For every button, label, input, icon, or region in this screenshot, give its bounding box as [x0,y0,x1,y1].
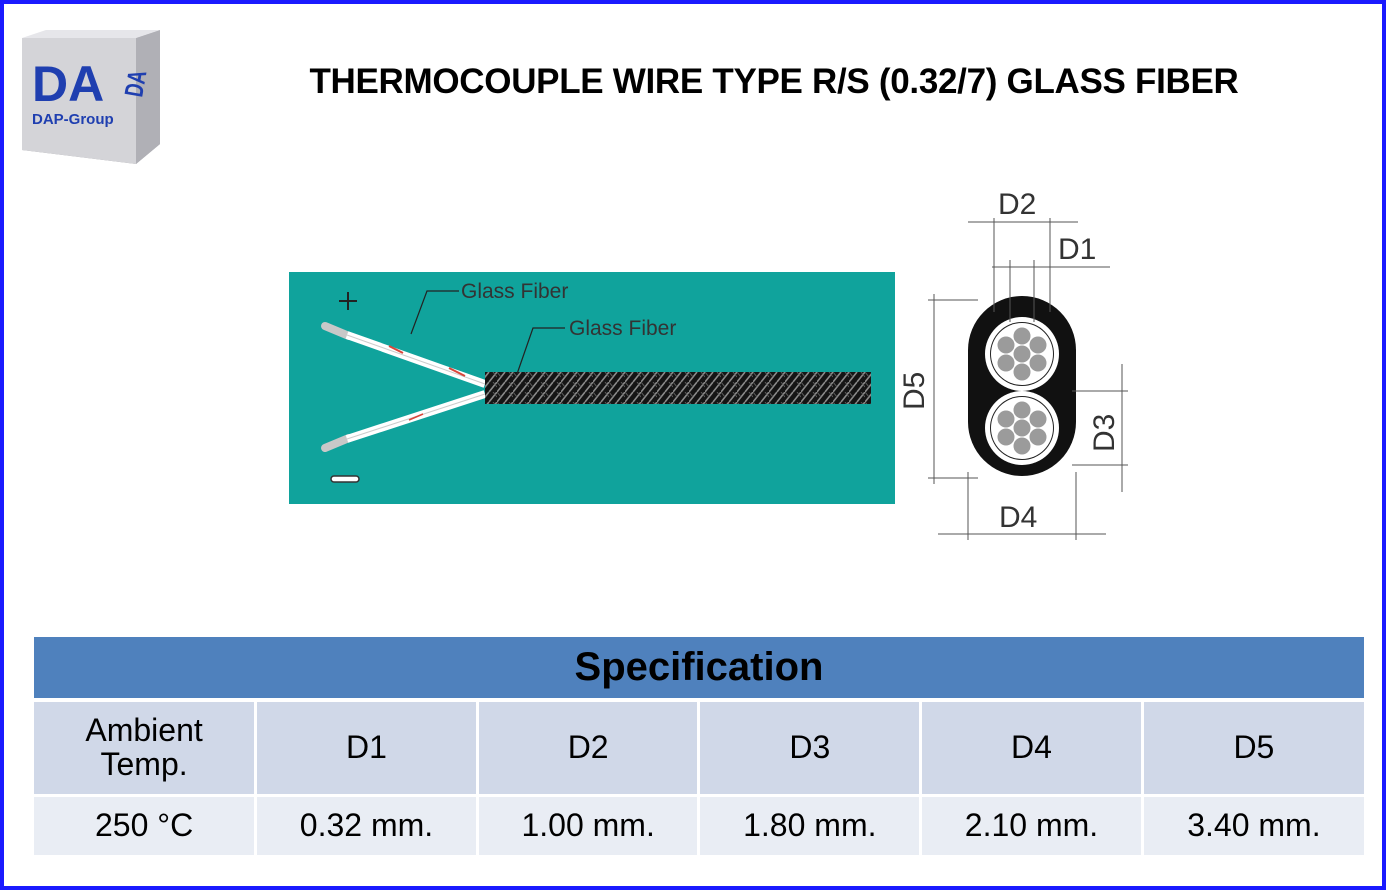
spec-value-row: 250 °C 0.32 mm. 1.00 mm. 1.80 mm. 2.10 m… [34,795,1364,855]
spec-value-d3: 1.80 mm. [698,795,923,855]
spec-header-d2: D2 [477,702,701,797]
spec-value-d5: 3.40 mm. [1142,795,1364,855]
logo-side-mark: DA [119,68,152,99]
plus-icon [339,292,357,310]
spec-header-d1: D1 [255,702,479,797]
spec-header-d5: D5 [1142,702,1364,797]
minus-icon [330,475,360,483]
glass-fiber-label-inner: Glass Fiber [569,317,676,340]
glass-fiber-label-outer: Glass Fiber [461,280,568,303]
spec-header-row: Ambient Temp. D1 D2 D3 D4 D5 [34,702,1364,797]
specification-header: Specification [34,637,1364,698]
logo-name: DAP-Group [32,111,114,128]
dim-label-d3: D3 [1088,414,1121,452]
spec-header-ambient-line1: Ambient [85,712,203,749]
page-title: THERMOCOUPLE WIRE TYPE R/S (0.32/7) GLAS… [309,62,1239,101]
spec-value-d4: 2.10 mm. [920,795,1144,855]
dim-label-d5: D5 [898,372,931,410]
spec-header-d4: D4 [920,702,1144,797]
spec-header-ambient-line2: Temp. [100,746,188,782]
spec-value-ambient-temp: 250 °C [34,795,258,855]
spec-header-ambient-temp: Ambient Temp. [34,702,258,797]
cross-section-diagram: D2 D1 D5 D3 D4 [898,188,1128,540]
dim-label-d4: D4 [999,501,1037,534]
dim-label-d2: D2 [998,188,1036,221]
spec-header-d3: D3 [698,702,923,797]
specification-table: Ambient Temp. D1 D2 D3 D4 D5 250 °C 0.32… [34,702,1364,855]
spec-value-d1: 0.32 mm. [255,795,479,855]
dap-group-logo: DA DAP-Group DA [22,30,160,164]
spec-value-d2: 1.00 mm. [477,795,701,855]
wire-illustration: Glass Fiber Glass Fiber [289,272,895,504]
logo-mark: DA [32,56,104,112]
dim-label-d1: D1 [1058,233,1096,266]
